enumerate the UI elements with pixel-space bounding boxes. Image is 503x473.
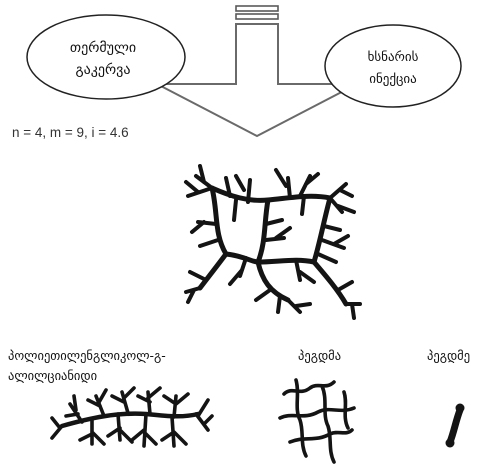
thermal-curing-label-line1: თერმული <box>70 39 136 56</box>
thermal-curing-label-line2: გაკერვა <box>76 61 131 78</box>
solution-injection-label-line2: ინექცია <box>369 72 417 87</box>
pegdme-label: პეგდმე <box>427 348 470 363</box>
short-chain-icon <box>446 404 465 448</box>
crosslinked-mesh-icon <box>280 380 354 462</box>
down-arrow-icon <box>157 24 357 136</box>
solution-injection-label-line1: ხსნარის <box>368 50 419 65</box>
arrow-top-bars <box>236 6 278 19</box>
comb-polymer-icon <box>52 388 212 446</box>
peg-allylcyanide-label-line1: პოლიეთილენგლიკოლ-გ- <box>8 348 166 363</box>
parameters-text: n = 4, m = 9, i = 4.6 <box>12 125 129 140</box>
pegdma-label: პეგდმა <box>298 348 341 363</box>
hydrogel-network-icon <box>186 166 360 318</box>
thermal-curing-ellipse: თერმული გაკერვა <box>27 15 185 99</box>
peg-allylcyanide-label-line2: ალილციანიდი <box>8 368 97 383</box>
solution-injection-ellipse: ხსნარის ინექცია <box>325 25 461 107</box>
